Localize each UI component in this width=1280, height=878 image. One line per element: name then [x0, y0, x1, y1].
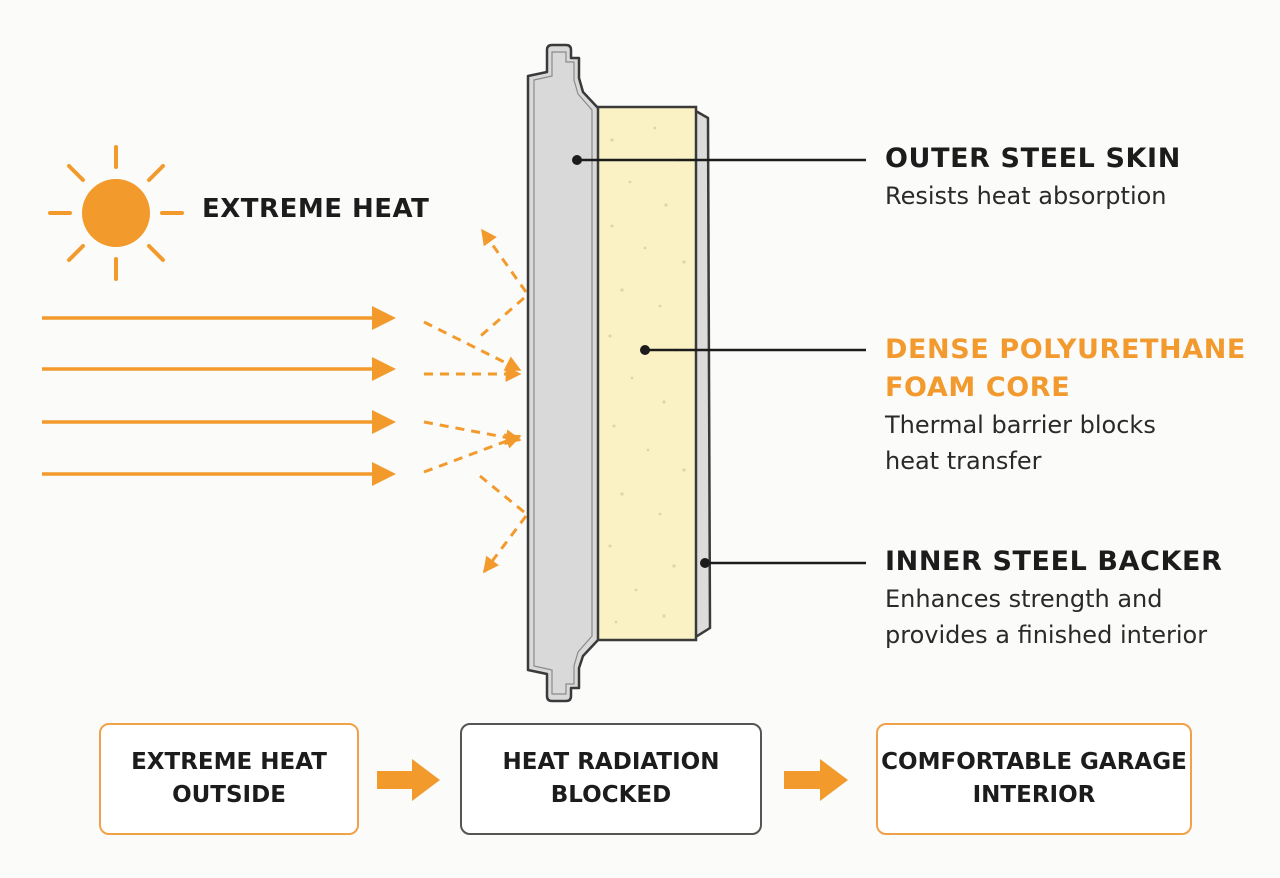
callout-desc-line-1: Thermal barrier blocks [885, 411, 1156, 439]
reflect-arrow [475, 296, 525, 342]
reflect-arrow [423, 320, 522, 372]
reflect-arrow [479, 474, 525, 514]
outer-steel-skin-callout: OUTER STEEL SKIN Resists heat absorption [885, 140, 1181, 214]
reflect-arrow [423, 433, 522, 474]
heat-arrowhead [372, 306, 396, 330]
flow-arrows [377, 759, 848, 801]
reflected-heat-arrows [423, 228, 528, 574]
flow-arrow-2 [784, 759, 848, 801]
heat-arrowhead [372, 410, 396, 434]
extreme-heat-label: EXTREME HEAT [202, 194, 430, 224]
sun-icon [48, 145, 184, 281]
outer-steel-skin [526, 43, 600, 703]
callout-title: OUTER STEEL SKIN [885, 143, 1181, 174]
flow-arrow-1 [377, 759, 440, 801]
heat-arrowhead [372, 462, 396, 486]
reflect-arrow [480, 228, 528, 293]
outer-skin-inner-line [533, 51, 593, 695]
callout-desc: Resists heat absorption [885, 182, 1167, 210]
callout-desc-line-2: provides a finished interior [885, 621, 1208, 649]
heat-arrowhead [372, 357, 396, 381]
flow-step-extreme-heat-outside: EXTREME HEAT OUTSIDE [99, 723, 359, 835]
flow-step-heat-radiation-blocked: HEAT RADIATION BLOCKED [460, 723, 762, 835]
reflect-arrow [482, 515, 528, 574]
incoming-heat-arrows [42, 306, 396, 486]
callout-title-line-2: FOAM CORE [885, 372, 1071, 403]
inner-steel-backer-callout: INNER STEEL BACKER Enhances strength and… [885, 543, 1222, 653]
callout-title: INNER STEEL BACKER [885, 546, 1223, 577]
leader-lines [572, 155, 866, 568]
foam-texture [608, 126, 686, 624]
flow-step-comfortable-garage-interior: COMFORTABLE GARAGE INTERIOR [876, 723, 1192, 835]
foam-core-callout: DENSE POLYURETHANE FOAM CORE Thermal bar… [885, 331, 1246, 479]
foam-core [594, 105, 698, 642]
callout-desc-line-2: heat transfer [885, 447, 1042, 475]
reflect-arrow [423, 420, 522, 446]
callout-title-line-1: DENSE POLYURETHANE [885, 334, 1246, 365]
callout-desc-line-1: Enhances strength and [885, 585, 1163, 613]
